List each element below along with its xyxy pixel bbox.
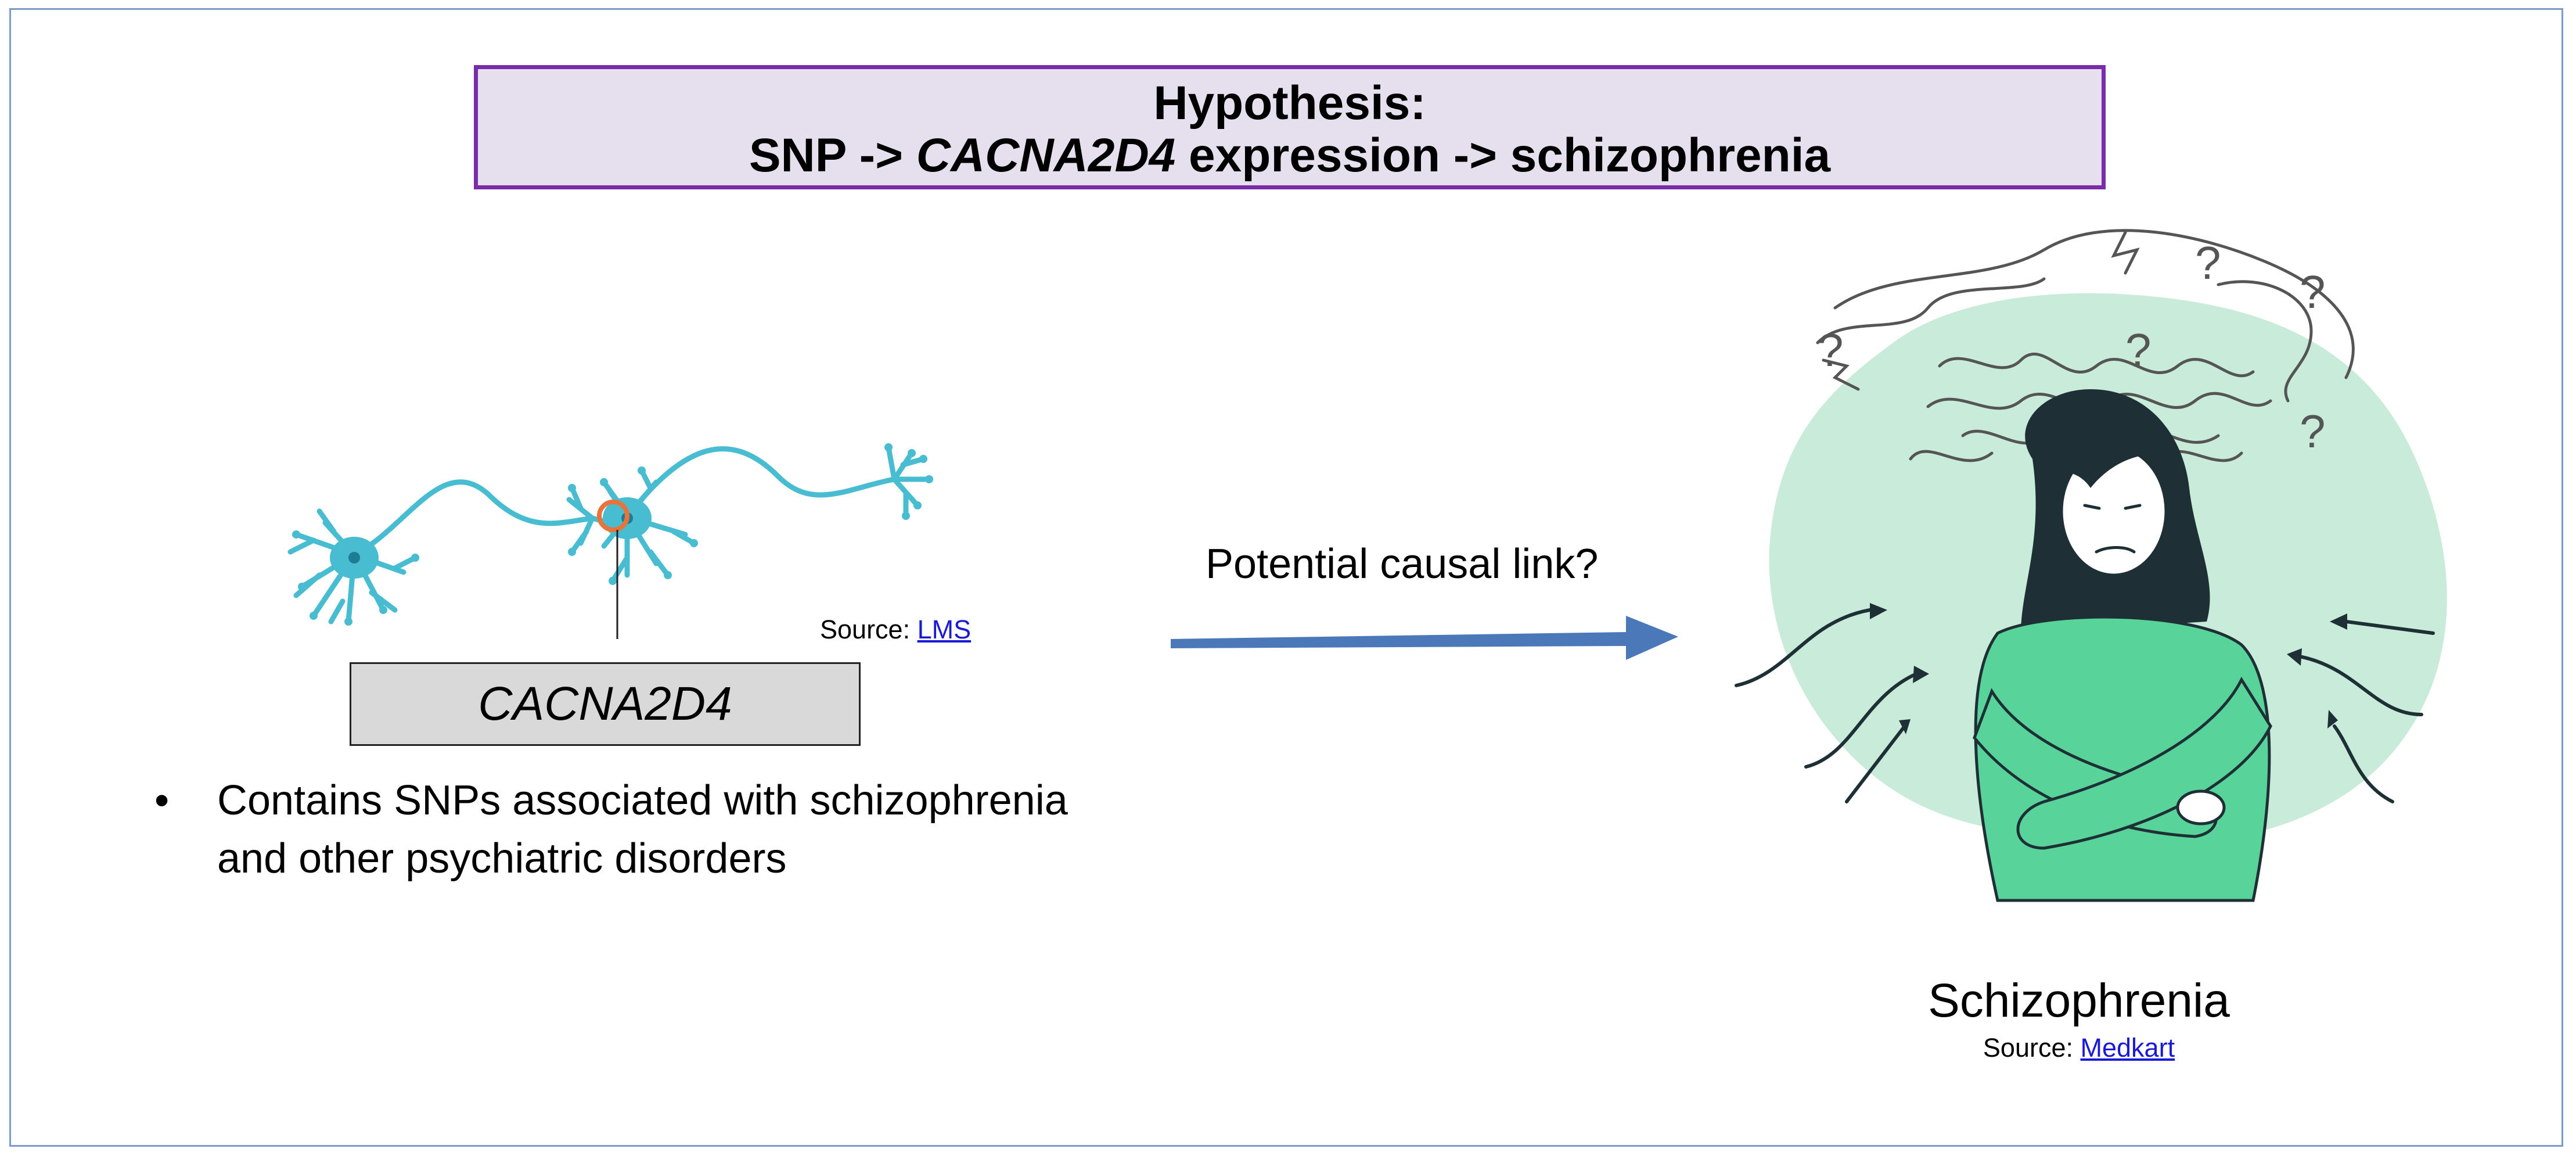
hypothesis-box: Hypothesis: SNP -> CACNA2D4 expression -… (474, 65, 2106, 189)
schizophrenia-source: Source: Medkart (1928, 1033, 2230, 1063)
hypothesis-heading: Hypothesis: (1153, 77, 1426, 130)
gene-box: CACNA2D4 (350, 662, 861, 746)
hypothesis-gene: CACNA2D4 (916, 129, 1176, 182)
neuron-source: Source: LMS (820, 615, 971, 645)
medkart-source-link[interactable]: Medkart (2080, 1033, 2175, 1063)
slide-frame (9, 8, 2563, 1147)
svg-text:?: ? (2195, 237, 2221, 289)
bullet-text-line2: and other psychiatric disorders (217, 835, 787, 882)
svg-text:?: ? (2125, 324, 2152, 376)
schizophrenia-source-prefix: Source: (1983, 1033, 2081, 1063)
bullet-list: • Contains SNPs associated with schizoph… (154, 771, 1142, 888)
bullet-text-line1: Contains SNPs associated with schizophre… (217, 777, 1068, 824)
lms-source-link[interactable]: LMS (917, 615, 972, 644)
hypothesis-suffix: expression -> schizophrenia (1175, 129, 1831, 182)
list-item: • Contains SNPs associated with schizoph… (154, 771, 1142, 888)
person-illustration-icon: ? ? ? ? ? (1735, 229, 2447, 902)
svg-text:?: ? (2300, 405, 2326, 457)
hypothesis-statement: SNP -> CACNA2D4 expression -> schizophre… (478, 130, 2102, 182)
right-arrow-icon (1171, 616, 1678, 660)
bullet-marker: • (154, 777, 170, 824)
neuron-source-prefix: Source: (820, 615, 918, 644)
hypothesis-prefix: SNP -> (749, 129, 916, 182)
schizophrenia-label: Schizophrenia (1928, 974, 2230, 1027)
svg-text:?: ? (1818, 324, 1844, 376)
svg-text:?: ? (2300, 266, 2326, 318)
causal-link-label: Potential causal link? (1206, 541, 1599, 587)
neuron-illustration-icon (287, 443, 933, 639)
